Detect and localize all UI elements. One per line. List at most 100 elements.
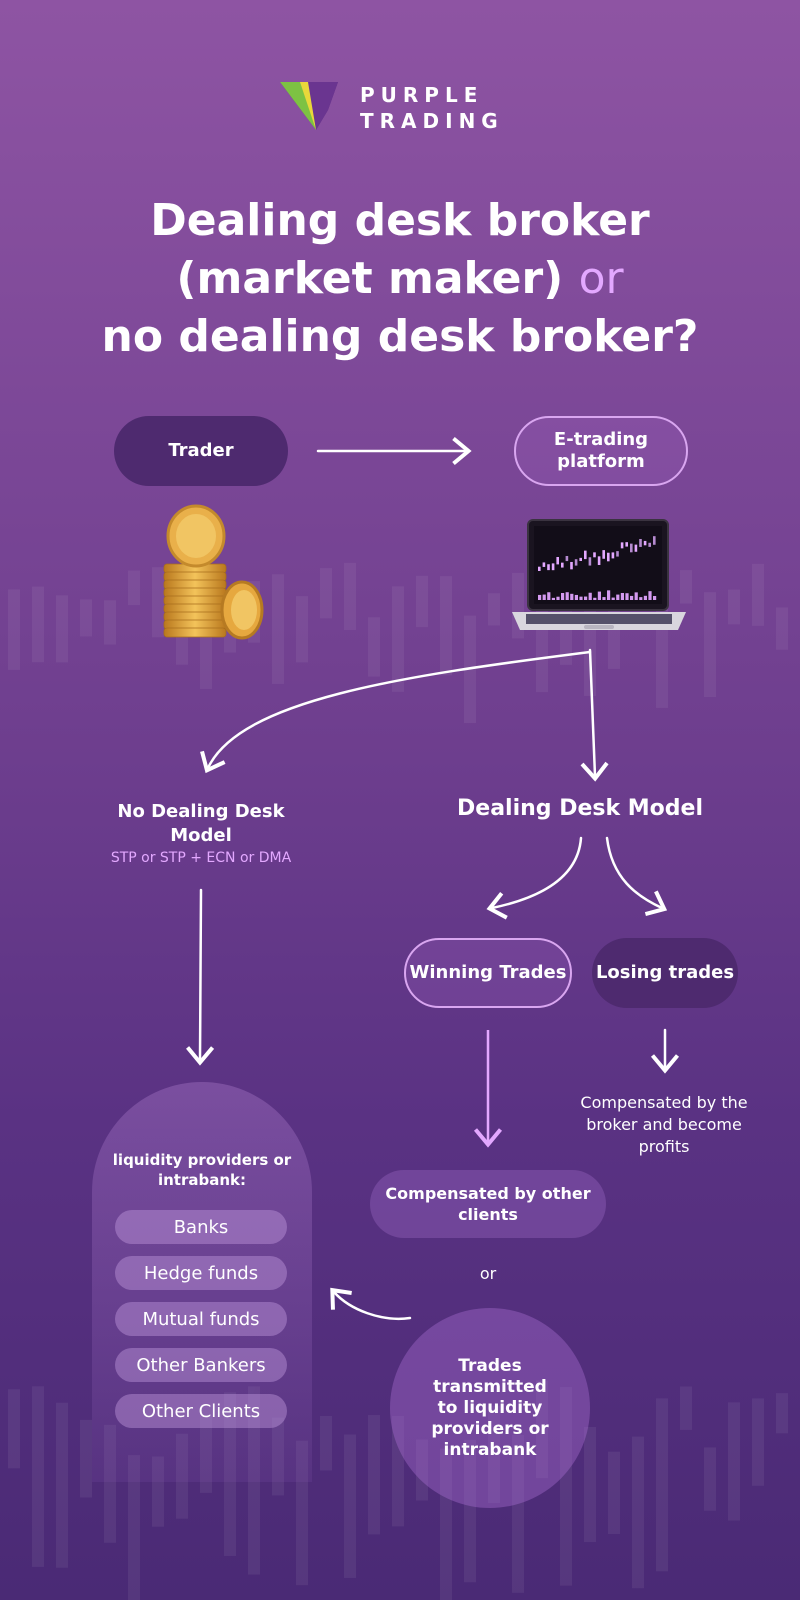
logo-line2: TRADING — [360, 109, 504, 133]
laptop-candle — [634, 544, 638, 552]
laptop-volume-bar — [616, 594, 620, 600]
laptop-candle — [616, 551, 619, 557]
laptop-volume-bar — [597, 591, 601, 600]
coins-icon — [163, 504, 264, 640]
laptop-candle — [542, 562, 546, 567]
laptop-candle — [584, 550, 587, 560]
bg-candle — [152, 567, 164, 638]
laptop-candle — [588, 557, 592, 566]
dealing-desk-model: Dealing Desk Model — [457, 796, 703, 821]
bg-candle — [752, 1398, 764, 1486]
bg-candle — [56, 1402, 68, 1568]
laptop-volume-bar — [625, 593, 629, 600]
bg-candle — [128, 1455, 140, 1600]
laptop-volume-bar — [551, 597, 555, 600]
liquidity-item: Hedge funds — [115, 1256, 287, 1290]
laptop-candle — [630, 543, 633, 553]
losing-trades-pill: Losing trades — [592, 938, 738, 1008]
logo-icon — [280, 82, 338, 130]
page-title: Dealing desk broker (market maker) or no… — [40, 192, 760, 366]
laptop-candle — [639, 538, 642, 547]
laptop-candle — [551, 563, 555, 571]
bg-candle — [752, 563, 764, 626]
bg-candle — [416, 1439, 428, 1501]
title-or: or — [578, 253, 624, 304]
bg-candle — [392, 586, 404, 692]
bg-candle — [128, 570, 140, 606]
bg-candle — [224, 1392, 236, 1556]
bg-candle — [368, 1415, 380, 1535]
laptop-icon — [512, 519, 686, 630]
laptop-volume-bar — [648, 591, 652, 600]
title-line2-a: (market maker) — [176, 253, 564, 304]
bg-candle — [32, 1386, 44, 1567]
or-label: or — [479, 1264, 497, 1283]
laptop-candle — [547, 564, 550, 571]
bg-candle — [608, 1451, 620, 1535]
bg-candle — [80, 1419, 92, 1498]
bg-candle — [8, 589, 20, 670]
liquidity-item: Mutual funds — [115, 1302, 287, 1336]
trades-transmitted-circle: Trades transmitted to liquidity provider… — [390, 1308, 590, 1508]
laptop-candle — [648, 542, 651, 547]
laptop-volume-bar — [593, 597, 597, 600]
bg-candle — [488, 593, 500, 626]
bg-candle — [416, 575, 428, 628]
bg-candle — [704, 592, 716, 697]
bg-candle — [680, 1386, 692, 1430]
laptop-candle — [625, 542, 628, 547]
coin-layer — [163, 627, 227, 638]
laptop-volume-bar — [565, 592, 569, 600]
bg-candle — [584, 1426, 596, 1543]
bg-candle — [440, 576, 452, 676]
laptop-volume-bar — [542, 594, 546, 600]
laptop-volume-bar — [602, 597, 606, 600]
bg-candle — [176, 1433, 188, 1519]
no-dealing-subtitle: STP or STP + ECN or DMA — [110, 850, 292, 866]
laptop-candle — [593, 552, 596, 558]
laptop-volume-bar — [630, 595, 634, 600]
laptop-volume-bar — [538, 594, 542, 600]
platform-pill: E-trading platform — [514, 416, 688, 486]
bg-candle — [704, 1447, 716, 1511]
no-dealing-desk-model: No Dealing Desk Model STP or STP + ECN o… — [86, 800, 316, 866]
bg-candle — [296, 1440, 308, 1586]
bg-candle — [680, 570, 692, 604]
bg-candle — [776, 1393, 788, 1434]
laptop-volume-bar — [611, 597, 615, 600]
bg-candle — [368, 617, 380, 677]
liquidity-heading: liquidity providers or intrabank: — [112, 1151, 292, 1189]
bg-candle — [248, 1386, 260, 1575]
bg-candle — [272, 1417, 284, 1496]
laptop-candle — [570, 561, 573, 570]
bg-candle — [104, 1424, 116, 1543]
laptop-candle — [565, 555, 569, 562]
liquidity-item: Other Bankers — [115, 1348, 287, 1382]
no-dealing-title: No Dealing Desk Model — [117, 801, 285, 846]
laptop-candle — [597, 556, 601, 566]
laptop-candle — [653, 536, 656, 545]
arrow-transmitted-lp — [330, 1287, 412, 1320]
laptop-volume-bar — [620, 592, 624, 600]
bg-candle — [344, 1434, 356, 1578]
bg-candle — [200, 1415, 212, 1493]
bg-candle — [152, 1456, 164, 1527]
bg-candle — [320, 1416, 332, 1471]
laptop-candle — [611, 552, 615, 559]
bg-candle — [488, 1405, 500, 1504]
laptop-volume-bar — [556, 596, 560, 600]
laptop-candle — [607, 552, 610, 562]
laptop-candle — [643, 540, 647, 546]
laptop-volume-bar — [574, 594, 578, 600]
arrow-dealing-losing — [605, 836, 668, 917]
bg-candle — [56, 595, 68, 663]
laptop-volume-bar — [561, 593, 565, 600]
bg-candle — [464, 1439, 476, 1583]
bg-candle — [656, 1398, 668, 1572]
title-line1: Dealing desk broker — [150, 195, 650, 246]
laptop-volume-bar — [643, 595, 647, 600]
trader-pill: Trader — [114, 416, 288, 486]
bg-candle — [392, 1416, 404, 1527]
winning-trades-pill: Winning Trades — [404, 938, 572, 1008]
